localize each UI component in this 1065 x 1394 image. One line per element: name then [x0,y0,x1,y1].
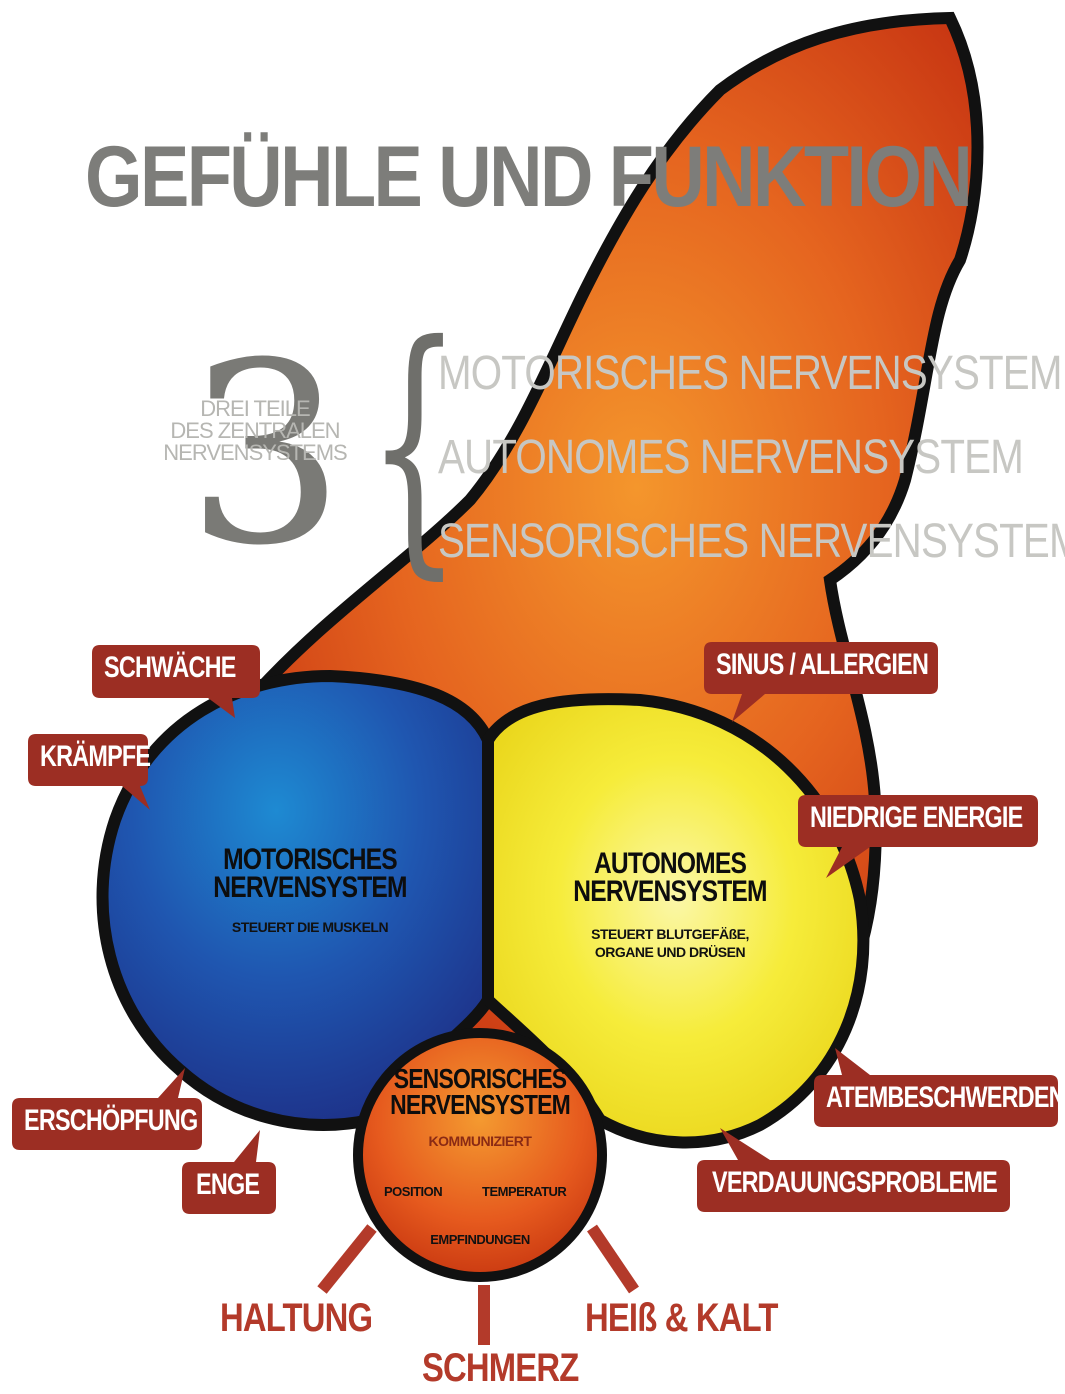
callout-erschoepfung [12,1068,202,1150]
sensory-subtitle: KOMMUNIZIERT [428,1133,532,1149]
system-list-item-autonomic: AUTONOMES NERVENSYSTEM [438,431,1024,484]
callout-enge [182,1130,276,1214]
callout-sinus [704,642,938,722]
autonomic-subtitle: STEUERT BLUTGEFÄßE, ORGANE UND DRÜSEN [570,925,770,961]
callout-label-erschoepfung: ERSCHÖPFUNG [24,1104,198,1137]
curly-brace-icon: { [367,287,462,602]
caption-line: DREI TEILE [200,396,310,421]
three-parts-caption: DREI TEILE DES ZENTRALEN NERVENSYSTEMS [150,398,360,464]
sensory-title-line: SENSORISCHES [393,1063,567,1094]
caption-line: NERVENSYSTEMS [163,440,347,465]
heiss-line [587,1224,639,1294]
number-three: 3 [186,309,346,600]
haltung-line [317,1224,377,1294]
callout-verdauung [697,1128,1010,1212]
callout-label-sinus: SINUS / ALLERGIEN [716,648,929,681]
autonomic-subtitle-line: ORGANE UND DRÜSEN [594,944,746,960]
sensory-item-temperatur: TEMPERATUR [482,1184,567,1199]
sensory-item-position: POSITION [384,1184,443,1199]
system-list-item-motor: MOTORISCHES NERVENSYSTEM [438,347,1062,400]
sensory-item-empfindungen: EMPFINDUNGEN [430,1232,530,1247]
sensory-circle [353,1028,607,1282]
page-title: GEFÜHLE UND FUNKTION [85,129,973,225]
callout-label-schwaeche: SCHWÄCHE [104,651,236,684]
system-list-item-sensory: SENSORISCHES NERVENSYSTEM [438,515,1065,568]
motor-title-line: NERVENSYSTEM [213,871,407,904]
callout-schwaeche [92,645,260,718]
callout-label-verdauung: VERDAUUNGSPROBLEME [712,1166,998,1199]
motor-title: MOTORISCHES NERVENSYSTEM [212,843,409,904]
sensory-title: SENSORISCHES NERVENSYSTEM [382,1063,579,1120]
callout-label-enge: ENGE [196,1168,260,1201]
sensory-title-line: NERVENSYSTEM [390,1089,571,1120]
autonomic-title: AUTONOMES NERVENSYSTEM [572,847,769,908]
output-label-schmerz: SCHMERZ [422,1346,579,1390]
callout-label-kraempfe: KRÄMPFE [40,740,151,773]
output-label-heiss: HEIß & KALT [585,1296,778,1340]
callout-kraempfe [28,734,150,810]
autonomic-subtitle-line: STEUERT BLUTGEFÄßE, [591,926,749,942]
callout-atem [814,1048,1058,1127]
autonomic-title-line: NERVENSYSTEM [573,875,767,908]
caption-line: DES ZENTRALEN [170,418,340,443]
autonomic-title-line: AUTONOMES [593,847,747,880]
callout-energie [798,795,1038,878]
motor-subtitle: STEUERT DIE MUSKELN [231,919,389,935]
callout-label-energie: NIEDRIGE ENERGIE [810,801,1023,834]
output-label-haltung: HALTUNG [220,1296,373,1340]
motor-title-line: MOTORISCHES [223,843,398,876]
callout-label-atem: ATEMBESCHWERDEN [826,1081,1065,1114]
